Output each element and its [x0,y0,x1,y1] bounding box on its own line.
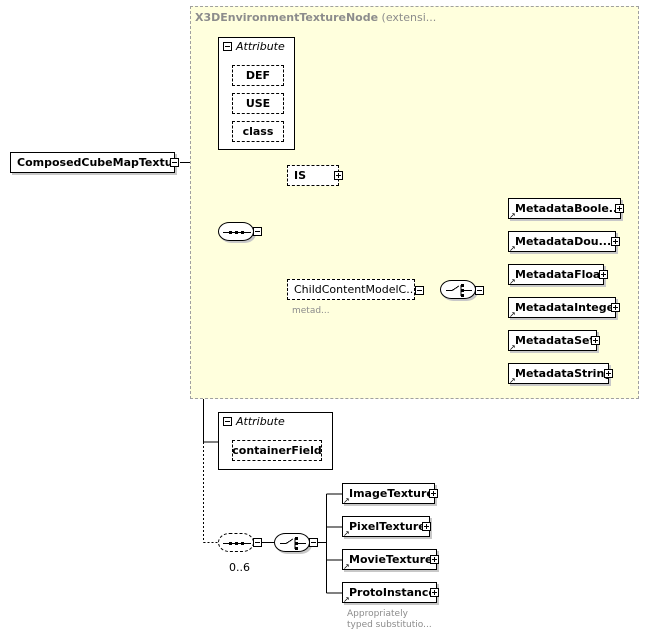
metadata-integer-expand-icon[interactable] [611,303,620,312]
child-content-model-label: ChildContentModelC... [294,283,415,296]
sequence-compositor-icon[interactable] [218,222,254,241]
sequence-collapse-icon[interactable] [253,227,262,236]
metadata-double-expand-icon[interactable] [611,237,620,246]
substitution-note-line2: typed substitutio... [347,620,432,630]
attribute-def-label: DEF [245,69,271,82]
reference-arrow-icon: ↗ [343,562,350,571]
movie-texture-node[interactable]: MovieTexture [342,549,437,570]
attribute-def[interactable]: DEF [232,65,284,86]
reference-arrow-icon: ↗ [509,244,516,253]
attribute-group-top-header[interactable]: Attribute [223,40,285,53]
metadata-float-expand-icon[interactable] [599,270,608,279]
extension-title: X3DEnvironmentTextureNode (extensi... [195,11,436,24]
reference-arrow-icon: ↗ [509,376,516,385]
reference-arrow-icon: ↗ [509,343,516,352]
metadata-string-label: MetadataString [515,367,609,380]
attribute-container-field-label: containerField [232,444,322,457]
attribute-group-top-title: Attribute [236,40,285,53]
metadata-boolean-node[interactable]: MetadataBoole... [508,198,621,219]
substitution-note-line1: Appropriately [347,609,408,619]
reference-arrow-icon: ↗ [509,310,516,319]
attribute-collapse-icon[interactable] [223,42,232,51]
metadata-double-node[interactable]: MetadataDou... [508,231,616,252]
movie-texture-label: MovieTexture [349,553,433,566]
choice-switch-icon [280,537,306,550]
child-content-collapse-icon[interactable] [415,286,424,295]
metadata-set-expand-icon[interactable] [591,336,600,345]
movie-texture-expand-icon[interactable] [430,555,439,564]
attribute-collapse-icon[interactable] [223,417,232,426]
metadata-integer-label: MetadataInteger [515,301,616,314]
proto-instance-label: ProtoInstance [349,586,436,599]
reference-arrow-icon: ↗ [343,496,350,505]
reference-arrow-icon: ↗ [509,211,516,220]
reference-arrow-icon: ↗ [343,529,350,538]
metadata-boolean-expand-icon[interactable] [615,204,624,213]
sequence-dots-icon [223,542,251,545]
attribute-use[interactable]: USE [232,93,284,114]
metadata-string-expand-icon[interactable] [604,369,613,378]
proto-instance-expand-icon[interactable] [430,588,439,597]
root-collapse-icon[interactable] [170,158,179,167]
reference-arrow-icon: ↗ [509,277,516,286]
extension-base-name: X3DEnvironmentTextureNode [195,11,379,24]
metadata-double-label: MetadataDou... [515,235,612,248]
child-content-model-group[interactable]: ChildContentModelC... [287,279,415,300]
attribute-class-label: class [242,125,274,138]
is-expand-icon[interactable] [334,171,343,180]
pixel-texture-node[interactable]: PixelTexture [342,516,430,537]
metadata-boolean-label: MetadataBoole... [515,202,621,215]
image-texture-node[interactable]: ImageTexture [342,483,435,504]
image-texture-expand-icon[interactable] [429,489,438,498]
attribute-group-bottom-title: Attribute [236,415,285,428]
metadata-string-node[interactable]: MetadataString [508,363,609,384]
choice-compositor-icon[interactable] [440,280,476,299]
metadata-integer-node[interactable]: MetadataInteger [508,297,616,318]
choice-switch-icon [446,284,472,297]
bottom-sequence-collapse-icon[interactable] [253,538,262,547]
root-element-node[interactable]: ComposedCubeMapTextu... [10,152,175,173]
sequence-dots-icon [223,231,251,234]
attribute-class[interactable]: class [232,121,284,142]
is-element-label: IS [294,169,307,182]
attribute-container-field[interactable]: containerField [232,440,322,461]
sequence-compositor-optional-icon[interactable] [218,533,254,552]
is-element-node[interactable]: IS [287,165,339,186]
pixel-texture-label: PixelTexture [349,520,426,533]
reference-arrow-icon: ↗ [343,595,350,604]
choice-collapse-icon[interactable] [475,286,484,295]
attribute-group-bottom-header[interactable]: Attribute [223,415,285,428]
root-element-label: ComposedCubeMapTextu... [17,156,175,169]
child-content-note: metad... [292,306,330,316]
image-texture-label: ImageTexture [349,487,434,500]
metadata-set-label: MetadataSet [515,334,595,347]
occurrence-label: 0..6 [229,561,250,574]
bottom-choice-collapse-icon[interactable] [309,538,318,547]
attribute-use-label: USE [245,97,271,110]
metadata-set-node[interactable]: MetadataSet [508,330,597,351]
extension-suffix: (extensi... [378,11,437,24]
pixel-texture-expand-icon[interactable] [422,522,431,531]
metadata-float-node[interactable]: MetadataFloat [508,264,604,285]
proto-instance-node[interactable]: ProtoInstance [342,582,437,603]
bottom-choice-compositor-icon[interactable] [274,533,310,552]
metadata-float-label: MetadataFloat [515,268,604,281]
